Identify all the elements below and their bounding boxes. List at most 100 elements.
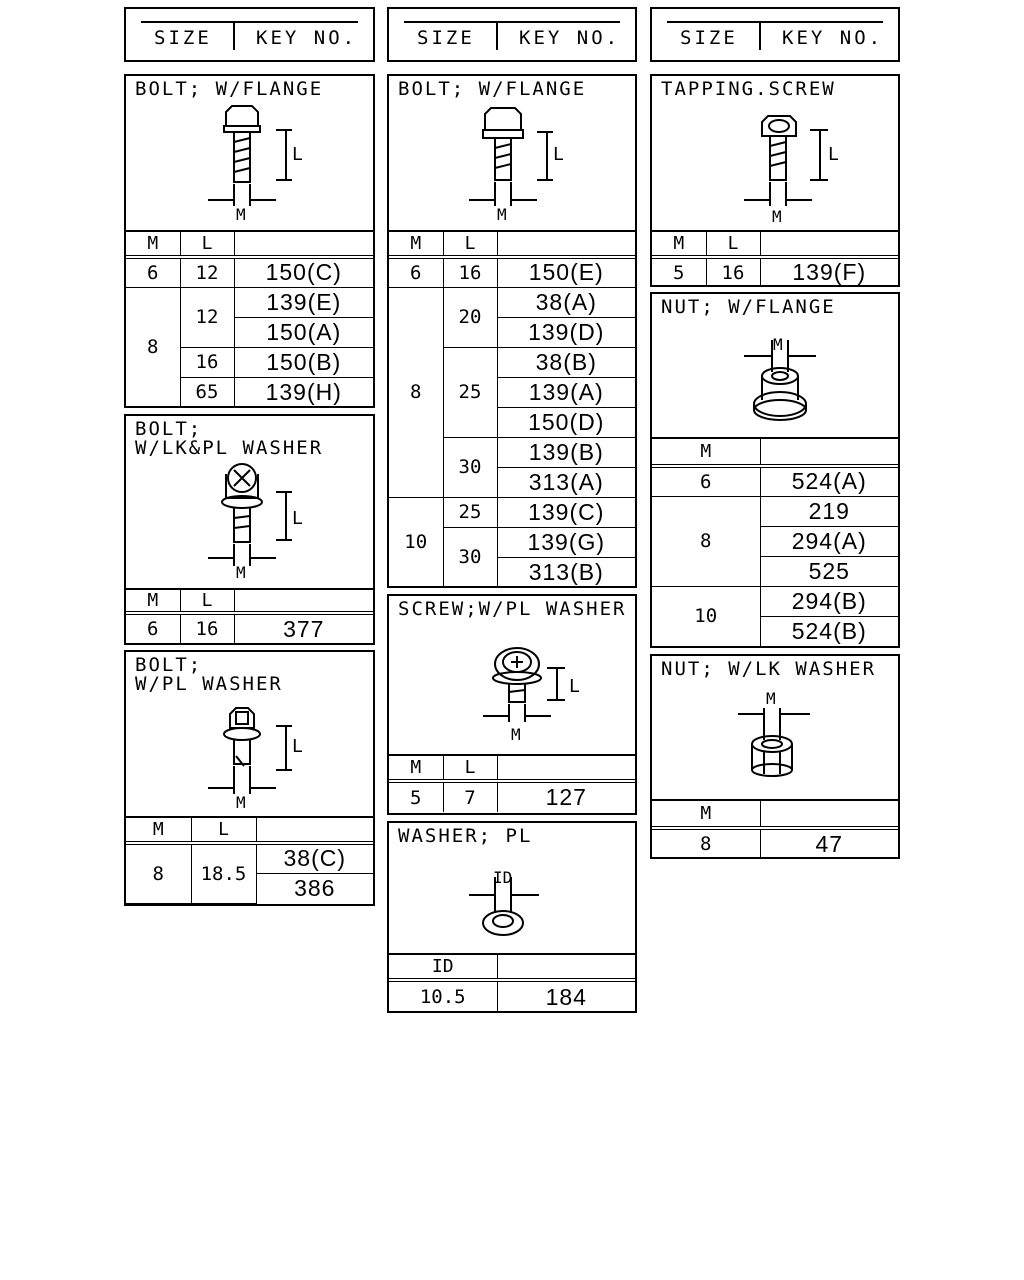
- cell-key: 38(B): [496, 346, 635, 378]
- cell-m: 8: [126, 286, 181, 408]
- cell-key: 139(A): [497, 376, 635, 408]
- dim-l-label: L: [553, 144, 564, 165]
- cell-l: 25: [443, 346, 498, 438]
- size-key-header-2: SIZE KEY NO.: [387, 7, 637, 62]
- cell-l: 16: [179, 612, 235, 643]
- header-separator: [233, 23, 235, 50]
- col-l: L: [442, 230, 498, 259]
- header-rule: [667, 21, 883, 23]
- cell-l: 16: [442, 256, 498, 288]
- panel-title: SCREW;W/PL WASHER: [398, 598, 627, 620]
- cell-l: 16: [180, 346, 235, 378]
- cell-key: 150(E): [496, 256, 635, 288]
- cell-m: 10: [389, 496, 444, 588]
- cell-l: 30: [443, 526, 498, 588]
- cell-l: 30: [443, 436, 498, 498]
- cell-key: 38(C): [255, 842, 373, 874]
- cell-key: 139(C): [496, 496, 635, 528]
- size-label: SIZE: [680, 27, 738, 49]
- cell-m: 6: [652, 465, 761, 497]
- cell-key: 47: [759, 827, 898, 858]
- cell-key: 524(A): [759, 465, 898, 497]
- dim-l-label: L: [569, 676, 580, 697]
- header-rule: [141, 21, 358, 23]
- col-m: M: [652, 437, 761, 468]
- table-cell: [759, 437, 898, 468]
- dim-l-label: L: [292, 144, 303, 165]
- dim-m-label: M: [772, 207, 782, 226]
- table-cell: [496, 953, 635, 982]
- col-id: ID: [389, 953, 498, 982]
- table-cell: [759, 799, 898, 830]
- cell-m: 8: [652, 495, 761, 587]
- table-cell: [233, 230, 373, 259]
- cell-key: 127: [496, 780, 635, 812]
- cell-key: 139(F): [759, 256, 898, 286]
- cell-key: 150(B): [233, 346, 373, 378]
- size-key-header-1: SIZE KEY NO.: [124, 7, 375, 62]
- cell-l: 20: [442, 286, 498, 348]
- pl-washer-bolt-icon: L M: [208, 707, 303, 812]
- cell-l: 12: [179, 256, 235, 288]
- cell-m: 8: [389, 286, 444, 498]
- col-m: M: [126, 816, 192, 845]
- col-m: M: [126, 230, 181, 259]
- dim-m-label: M: [236, 563, 246, 582]
- flange-bolt-icon: L M: [469, 107, 564, 224]
- dim-m-label: M: [236, 205, 246, 224]
- flange-bolt-icon: L M: [208, 105, 303, 224]
- cell-key: 139(E): [233, 286, 373, 318]
- cell-l: 18.5: [190, 842, 257, 904]
- header-rule: [404, 21, 620, 23]
- cell-key: 38(A): [496, 286, 635, 318]
- panel-title: BOLT; W/LK&PL WASHER: [135, 418, 324, 459]
- table-cell: [759, 230, 898, 259]
- cell-m: 6: [389, 256, 444, 288]
- cell-key: 294(B): [759, 585, 898, 617]
- table-cell: [496, 754, 635, 783]
- cell-m: 10: [652, 585, 761, 647]
- cell-key: 377: [233, 612, 373, 643]
- table-cell: [496, 230, 635, 259]
- cell-l: 12: [179, 286, 235, 348]
- panel-title: BOLT; W/PL WASHER: [135, 654, 283, 695]
- dim-m-label: M: [511, 725, 521, 744]
- dim-m-label: M: [766, 689, 776, 708]
- cell-m: 8: [126, 842, 192, 904]
- header-separator: [496, 23, 498, 50]
- col-l: L: [705, 230, 761, 259]
- size-key-header-3: SIZE KEY NO.: [650, 7, 900, 62]
- pl-washer-screw-icon: L M: [483, 647, 580, 744]
- key-no-label: KEY NO.: [782, 27, 884, 49]
- cell-key: 524(B): [760, 615, 898, 646]
- key-no-label: KEY NO.: [519, 27, 621, 49]
- col-m: M: [652, 799, 761, 830]
- cell-key: 150(D): [497, 406, 635, 438]
- cell-key: 139(B): [496, 436, 635, 468]
- panel-title: NUT; W/FLANGE: [661, 296, 836, 318]
- cell-l: 65: [180, 376, 235, 407]
- cell-key: 386: [256, 872, 373, 903]
- header-separator: [759, 23, 761, 50]
- cell-m: 5: [652, 256, 707, 286]
- col-l: L: [179, 588, 235, 615]
- cell-l: 16: [705, 256, 761, 286]
- dim-l-label: L: [292, 508, 303, 529]
- col-m: M: [126, 588, 181, 615]
- cell-id: 10.5: [389, 979, 498, 1012]
- cell-key: 150(C): [233, 256, 373, 288]
- cell-key: 184: [496, 979, 635, 1012]
- panel-title: WASHER; PL: [398, 825, 533, 847]
- col-m: M: [389, 230, 444, 259]
